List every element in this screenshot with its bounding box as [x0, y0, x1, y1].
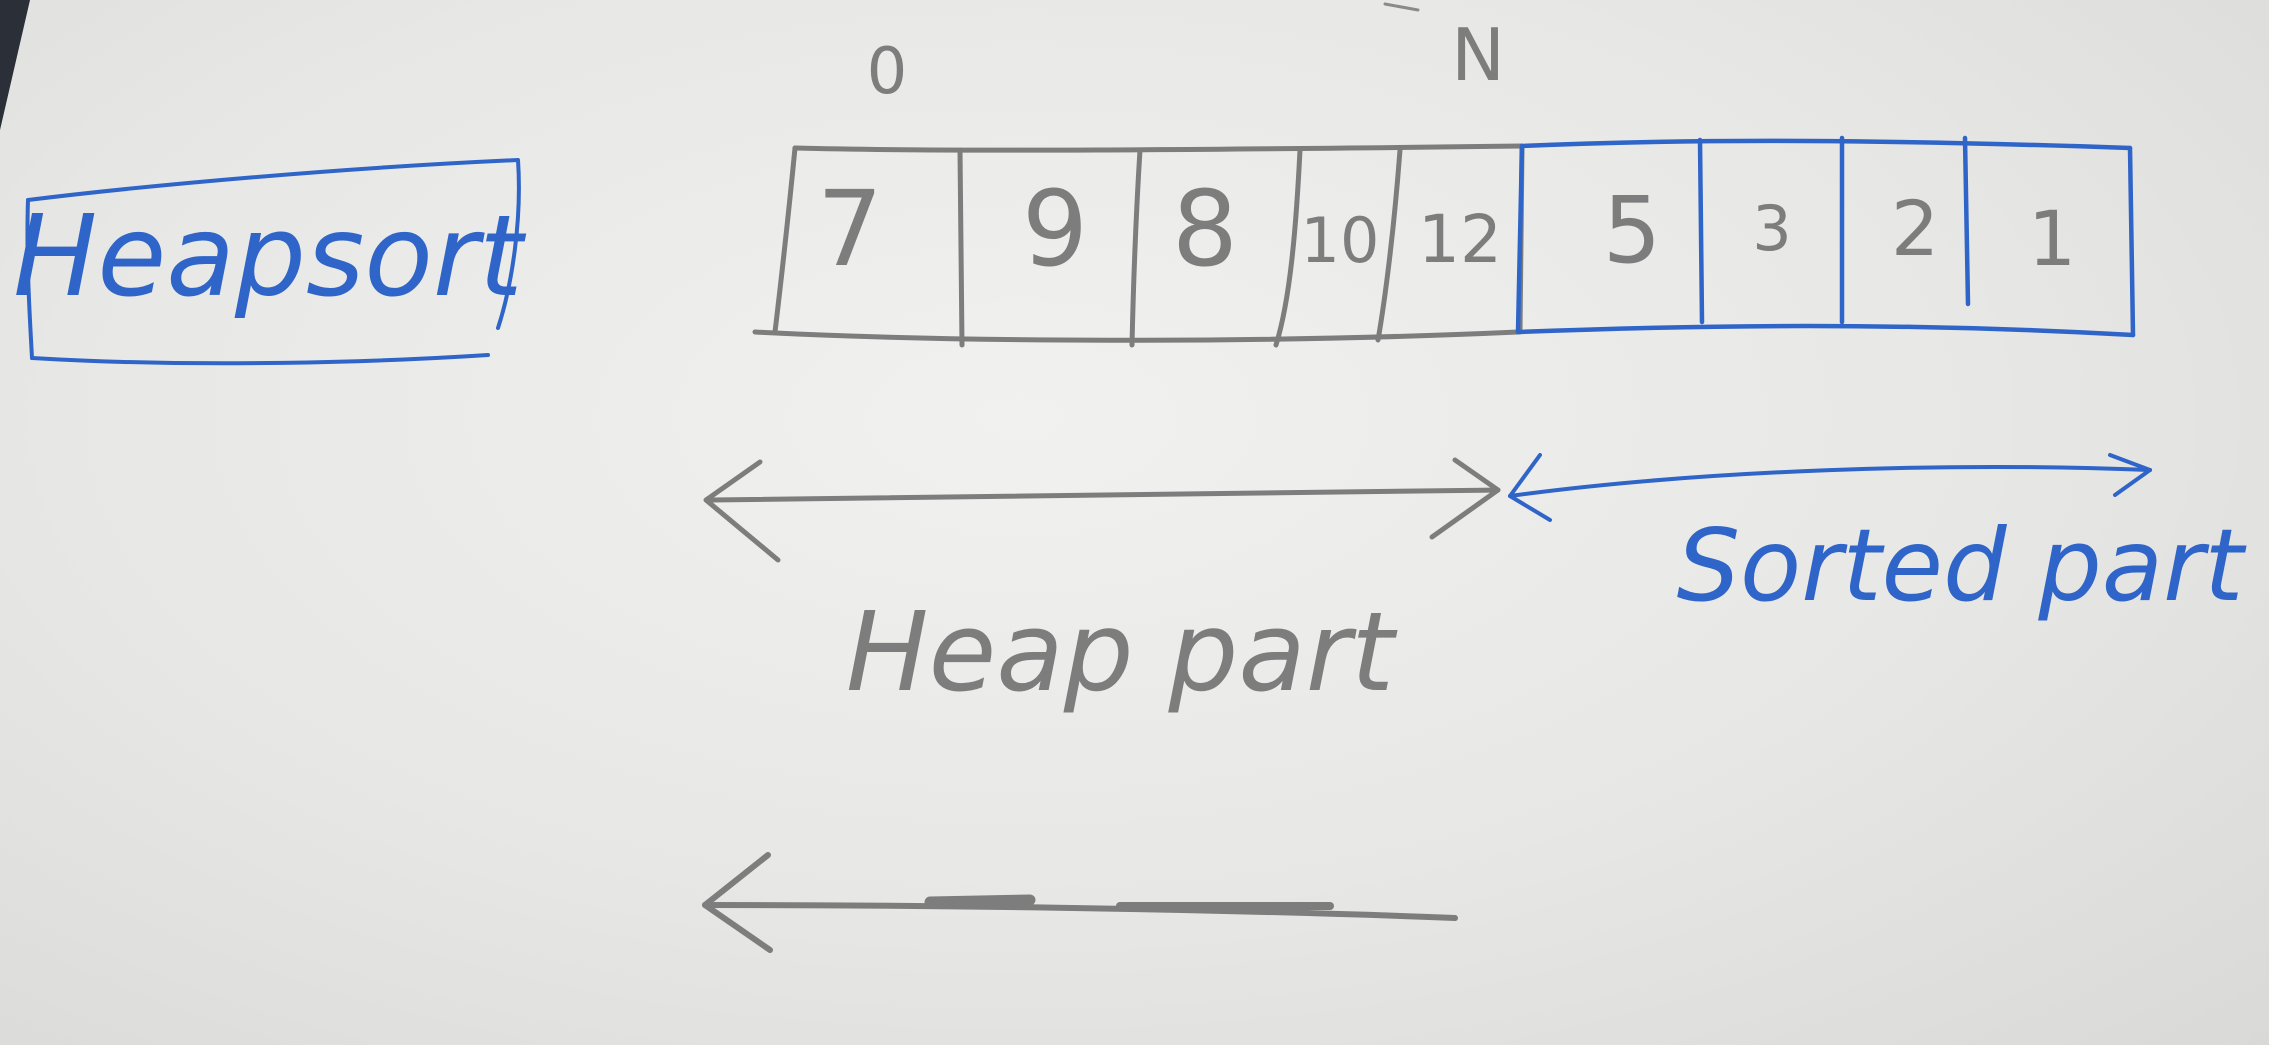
index-label-start: 0 — [867, 35, 908, 109]
heapsort-title: Heapsort — [13, 192, 527, 322]
sorted-part-arrow — [1508, 453, 2152, 522]
heap-cell-4: 10 — [1301, 204, 1380, 277]
heap-cell-2: 9 — [1022, 168, 1088, 290]
sorted-cell-3: 2 — [1891, 184, 1939, 273]
sorted-cell-4: 1 — [2028, 194, 2076, 283]
heap-part-arrow — [703, 457, 1501, 563]
index-label-end: N — [1451, 13, 1505, 97]
sorted-part-label: Sorted part — [1677, 507, 2248, 624]
sorted-values: 5 3 2 1 — [1603, 177, 2076, 284]
heap-cell-5: 12 — [1418, 201, 1502, 278]
lower-left-arrow — [702, 852, 1458, 953]
heap-part-label: Heap part — [846, 588, 1398, 716]
pencil-mark — [1383, 2, 1420, 12]
heap-array — [752, 143, 1525, 348]
sorted-cell-1: 5 — [1603, 177, 1662, 284]
heap-values: 7 9 8 10 12 — [817, 168, 1502, 290]
sorted-cell-2: 3 — [1752, 192, 1791, 265]
heap-cell-3: 8 — [1172, 168, 1238, 290]
sorted-array — [1515, 135, 2136, 338]
heap-cell-1: 7 — [817, 168, 883, 290]
title-box — [25, 158, 521, 366]
